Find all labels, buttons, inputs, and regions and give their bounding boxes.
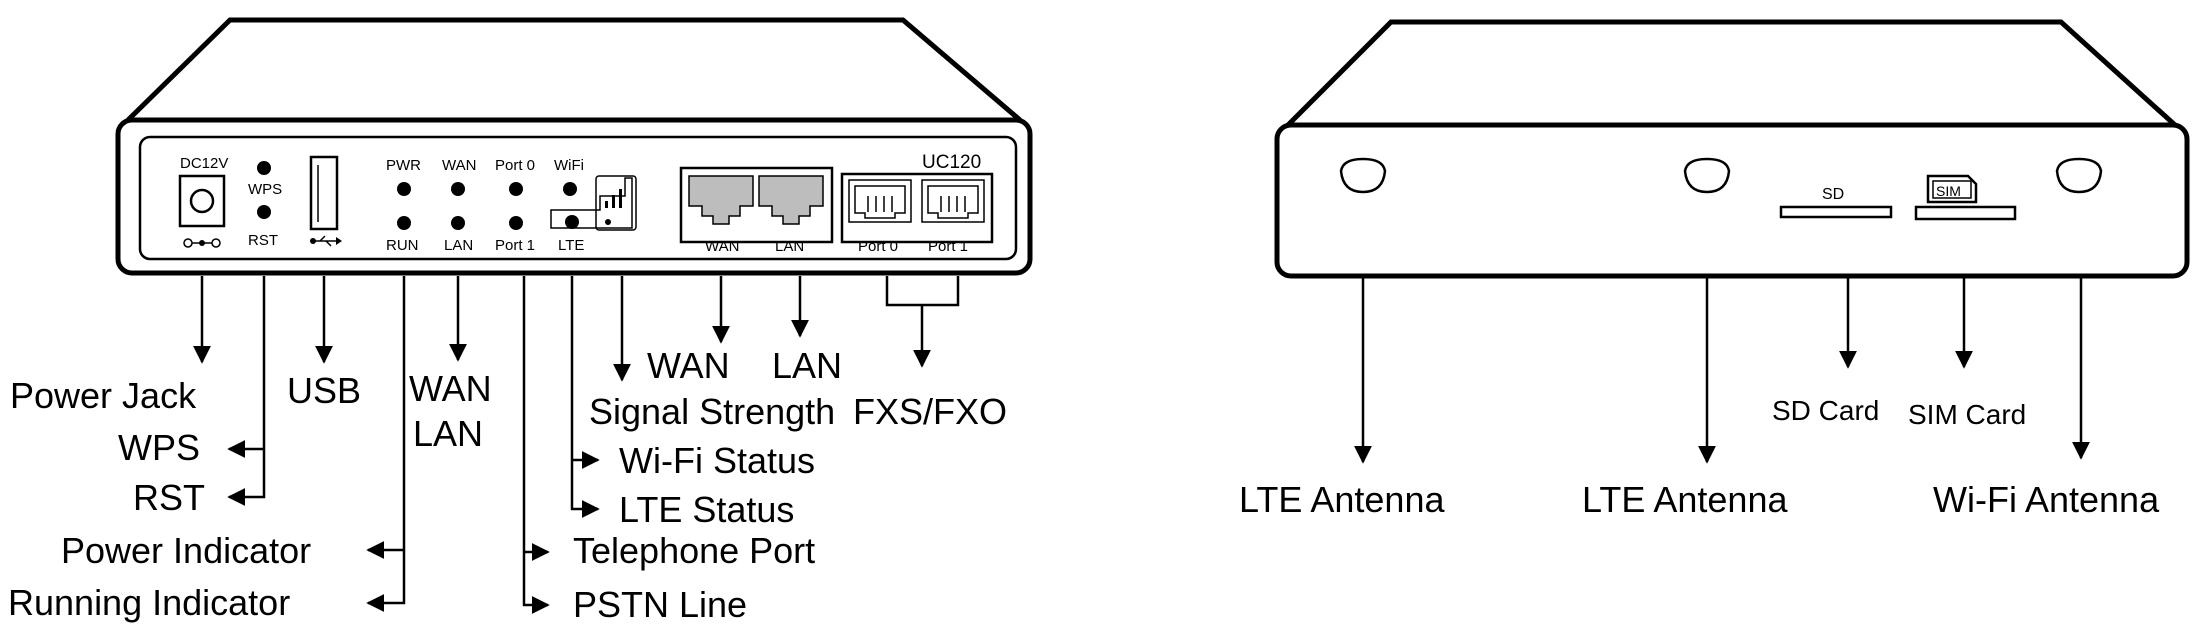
- run-led: [397, 216, 411, 230]
- callout-wan-port: WAN: [647, 345, 730, 386]
- callout-telephone-port: Telephone Port: [573, 530, 815, 571]
- callout-wifi-status: Wi-Fi Status: [619, 440, 815, 481]
- panel-eth-lan-label: LAN: [775, 238, 804, 255]
- callout-wps: WPS: [118, 427, 200, 468]
- rear-chassis-top: [1286, 19, 2177, 127]
- lte-led: [565, 215, 579, 229]
- signal-dot: [605, 219, 611, 225]
- panel-pwr-label: PWR: [386, 157, 421, 174]
- pwr-led: [397, 182, 411, 196]
- fxs-port-0[interactable]: [848, 179, 912, 223]
- front-chassis-top: [126, 17, 1022, 122]
- callout-lte-antenna-1: LTE Antenna: [1239, 479, 1445, 520]
- usb-icon: [310, 235, 342, 247]
- signal-strength-icon: [605, 189, 622, 208]
- front-leader-lines: [193, 276, 960, 614]
- wan-led: [451, 182, 465, 196]
- model-name: UC120: [922, 152, 981, 173]
- callout-sim-card: SIM Card: [1908, 399, 2026, 430]
- sim-card-icon: [1926, 174, 1978, 204]
- panel-fx-port1-label: Port 1: [928, 238, 968, 255]
- port1-led: [509, 216, 523, 230]
- panel-eth-wan-label: WAN: [705, 238, 739, 255]
- fxs-port-1[interactable]: [921, 179, 985, 223]
- callout-fxs-fxo: FXS/FXO: [853, 391, 1007, 432]
- usb-port[interactable]: [309, 155, 339, 231]
- panel-sd-label: SD: [1822, 186, 1844, 203]
- lan-led: [451, 216, 465, 230]
- port0-led: [509, 182, 523, 196]
- panel-port1-led-label: Port 1: [495, 237, 535, 254]
- fxs-port-group: [840, 172, 994, 244]
- rear-view: SD SIM LTE Antenna LTE Antenna SD Card S…: [1239, 19, 2190, 520]
- panel-wan-led-label: WAN: [442, 157, 476, 174]
- panel-dc12v-label: DC12V: [180, 155, 228, 172]
- callout-sd-card: SD Card: [1772, 395, 1879, 426]
- sd-card-slot[interactable]: [1779, 205, 1893, 219]
- wifi-led: [563, 182, 577, 196]
- callout-lte-antenna-2: LTE Antenna: [1582, 479, 1788, 520]
- sim-card-slot[interactable]: [1914, 205, 2017, 221]
- panel-port0-led-label: Port 0: [495, 157, 535, 174]
- callout-lan-port: LAN: [772, 345, 842, 386]
- ethernet-port-group: [679, 166, 834, 244]
- lte-antenna-hole-2[interactable]: [1683, 157, 1731, 194]
- callout-power-jack: Power Jack: [10, 375, 197, 416]
- callout-wan-led: WAN: [409, 368, 492, 409]
- panel-sim-label: SIM: [1936, 183, 1961, 199]
- callout-running-indicator: Running Indicator: [8, 582, 290, 623]
- lan-ethernet-port[interactable]: [758, 175, 824, 225]
- rear-chassis-face: [1274, 122, 2190, 279]
- wan-ethernet-port[interactable]: [688, 175, 754, 225]
- front-view: DC12V WPS RST PWR RUN WAN: [8, 17, 1033, 625]
- rear-leader-lines: [1354, 278, 2090, 464]
- power-jack[interactable]: [178, 174, 226, 228]
- callout-rst: RST: [133, 477, 205, 518]
- panel-wifi-led-label: WiFi: [554, 157, 584, 174]
- lte-antenna-hole-1[interactable]: [1339, 157, 1387, 194]
- callout-signal-strength: Signal Strength: [589, 391, 835, 432]
- callout-pstn-line: PSTN Line: [573, 584, 747, 625]
- panel-rst-label: RST: [248, 232, 278, 249]
- panel-fx-port0-label: Port 0: [858, 238, 898, 255]
- panel-run-label: RUN: [386, 237, 419, 254]
- front-chassis-face: [115, 117, 1033, 276]
- lte-signal-box: [550, 177, 633, 229]
- panel-lte-led-label: LTE: [558, 237, 584, 254]
- callout-power-indicator: Power Indicator: [61, 530, 311, 571]
- polarity-icon: [183, 238, 221, 248]
- front-panel-inset: [138, 135, 1018, 261]
- rst-button[interactable]: [257, 205, 271, 219]
- panel-wps-label: WPS: [248, 181, 282, 198]
- wifi-antenna-hole[interactable]: [2055, 157, 2103, 194]
- callout-wifi-antenna: Wi-Fi Antenna: [1933, 479, 2160, 520]
- power-jack-socket: [189, 188, 215, 214]
- wps-button[interactable]: [257, 161, 271, 175]
- callout-usb: USB: [287, 370, 361, 411]
- callout-lan-led: LAN: [413, 413, 483, 454]
- lte-signal-frame: [595, 175, 637, 231]
- callout-lte-status: LTE Status: [619, 489, 794, 530]
- panel-lan-led-label: LAN: [444, 237, 473, 254]
